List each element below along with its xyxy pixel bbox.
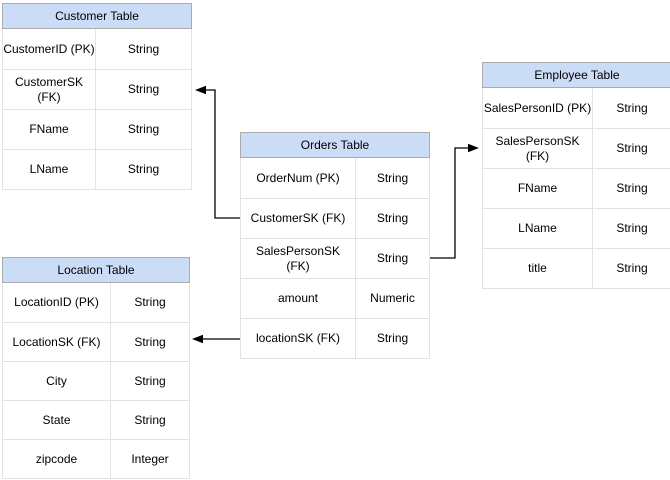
field-type-cell: String — [376, 251, 409, 265]
table-row[interactable]: LocationSK (FK) String — [3, 322, 189, 361]
connector-orders-to-employee[interactable] — [430, 143, 479, 259]
table-location-body: LocationID (PK) String LocationSK (FK) S… — [2, 283, 190, 479]
table-row[interactable]: FName String — [3, 109, 191, 149]
field-name-cell: title — [483, 249, 593, 288]
field-type-cell: Integer — [131, 451, 169, 466]
table-row[interactable]: SalesPersonSK (FK) String — [483, 128, 670, 168]
table-row[interactable]: title String — [483, 248, 670, 288]
field-type-cell: String — [376, 331, 409, 345]
field-name-cell: CustomerSK (FK) — [241, 199, 356, 238]
arrowhead-left-icon — [192, 334, 203, 344]
table-customer-body: CustomerID (PK) String CustomerSK (FK) S… — [2, 29, 192, 190]
arrowhead-right-icon — [468, 143, 479, 153]
field-name-cell: zipcode — [3, 440, 111, 478]
table-employee[interactable]: Employee Table SalesPersonID (PK) String… — [482, 62, 670, 289]
field-name-cell: locationSK (FK) — [241, 319, 356, 358]
table-orders-body: OrderNum (PK) String CustomerSK (FK) Str… — [240, 158, 430, 359]
table-employee-title[interactable]: Employee Table — [482, 62, 670, 88]
field-type-cell: String — [616, 181, 648, 195]
field-name-cell: CustomerID (PK) — [3, 29, 96, 69]
field-type-cell: String — [134, 295, 166, 309]
field-name-cell: LName — [483, 209, 593, 248]
field-type-cell: String — [376, 170, 409, 185]
table-customer-title[interactable]: Customer Table — [2, 3, 192, 29]
arrowhead-left-icon — [195, 85, 206, 95]
table-row[interactable]: zipcode Integer — [3, 439, 189, 478]
field-name-cell: SalesPersonID (PK) — [483, 88, 593, 128]
table-location-title[interactable]: Location Table — [2, 257, 190, 283]
field-name-cell: SalesPersonSK (FK) — [483, 129, 593, 168]
table-row[interactable]: FName String — [483, 168, 670, 208]
field-name-cell: SalesPersonSK (FK) — [241, 239, 356, 278]
table-location[interactable]: Location Table LocationID (PK) String Lo… — [2, 257, 190, 479]
field-type-cell: String — [616, 141, 648, 155]
field-type-cell: String — [616, 221, 648, 235]
field-type-cell: String — [134, 373, 166, 388]
table-row[interactable]: SalesPersonID (PK) String — [483, 88, 670, 128]
field-name-cell: LocationSK (FK) — [3, 323, 111, 361]
field-type-cell: String — [127, 82, 160, 96]
table-orders-title[interactable]: Orders Table — [240, 132, 430, 158]
table-row[interactable]: amount Numeric — [241, 278, 429, 318]
connector-orders-to-location[interactable] — [192, 334, 240, 344]
field-type-cell: String — [127, 41, 160, 56]
table-row[interactable]: OrderNum (PK) String — [241, 158, 429, 198]
table-employee-body: SalesPersonID (PK) String SalesPersonSK … — [482, 88, 670, 289]
field-name-cell: LName — [3, 150, 96, 189]
table-row[interactable]: CustomerSK (FK) String — [3, 69, 191, 109]
field-name-cell: amount — [241, 279, 356, 318]
field-type-cell: Numeric — [370, 291, 415, 305]
field-type-cell: String — [376, 211, 409, 225]
field-name-cell: City — [3, 362, 111, 400]
field-type-cell: String — [616, 100, 648, 115]
table-row[interactable]: CustomerSK (FK) String — [241, 198, 429, 238]
field-name-cell: FName — [483, 169, 593, 208]
table-orders[interactable]: Orders Table OrderNum (PK) String Custom… — [240, 132, 430, 359]
table-customer[interactable]: Customer Table CustomerID (PK) String Cu… — [2, 3, 192, 190]
field-name-cell: LocationID (PK) — [3, 283, 111, 322]
field-name-cell: State — [3, 401, 111, 439]
table-row[interactable]: State String — [3, 400, 189, 439]
field-type-cell: String — [127, 162, 160, 176]
table-row[interactable]: LName String — [3, 149, 191, 189]
table-row[interactable]: City String — [3, 361, 189, 400]
field-type-cell: String — [134, 412, 166, 427]
field-type-cell: String — [134, 334, 166, 349]
field-type-cell: String — [127, 122, 160, 136]
connector-orders-to-customer[interactable] — [195, 85, 240, 219]
table-row[interactable]: CustomerID (PK) String — [3, 29, 191, 69]
field-type-cell: String — [616, 261, 648, 275]
table-row[interactable]: locationSK (FK) String — [241, 318, 429, 358]
table-row[interactable]: LName String — [483, 208, 670, 248]
table-row[interactable]: LocationID (PK) String — [3, 283, 189, 322]
field-name-cell: FName — [3, 110, 96, 149]
table-row[interactable]: SalesPersonSK (FK) String — [241, 238, 429, 278]
field-name-cell: CustomerSK (FK) — [3, 70, 96, 109]
field-name-cell: OrderNum (PK) — [241, 158, 356, 198]
